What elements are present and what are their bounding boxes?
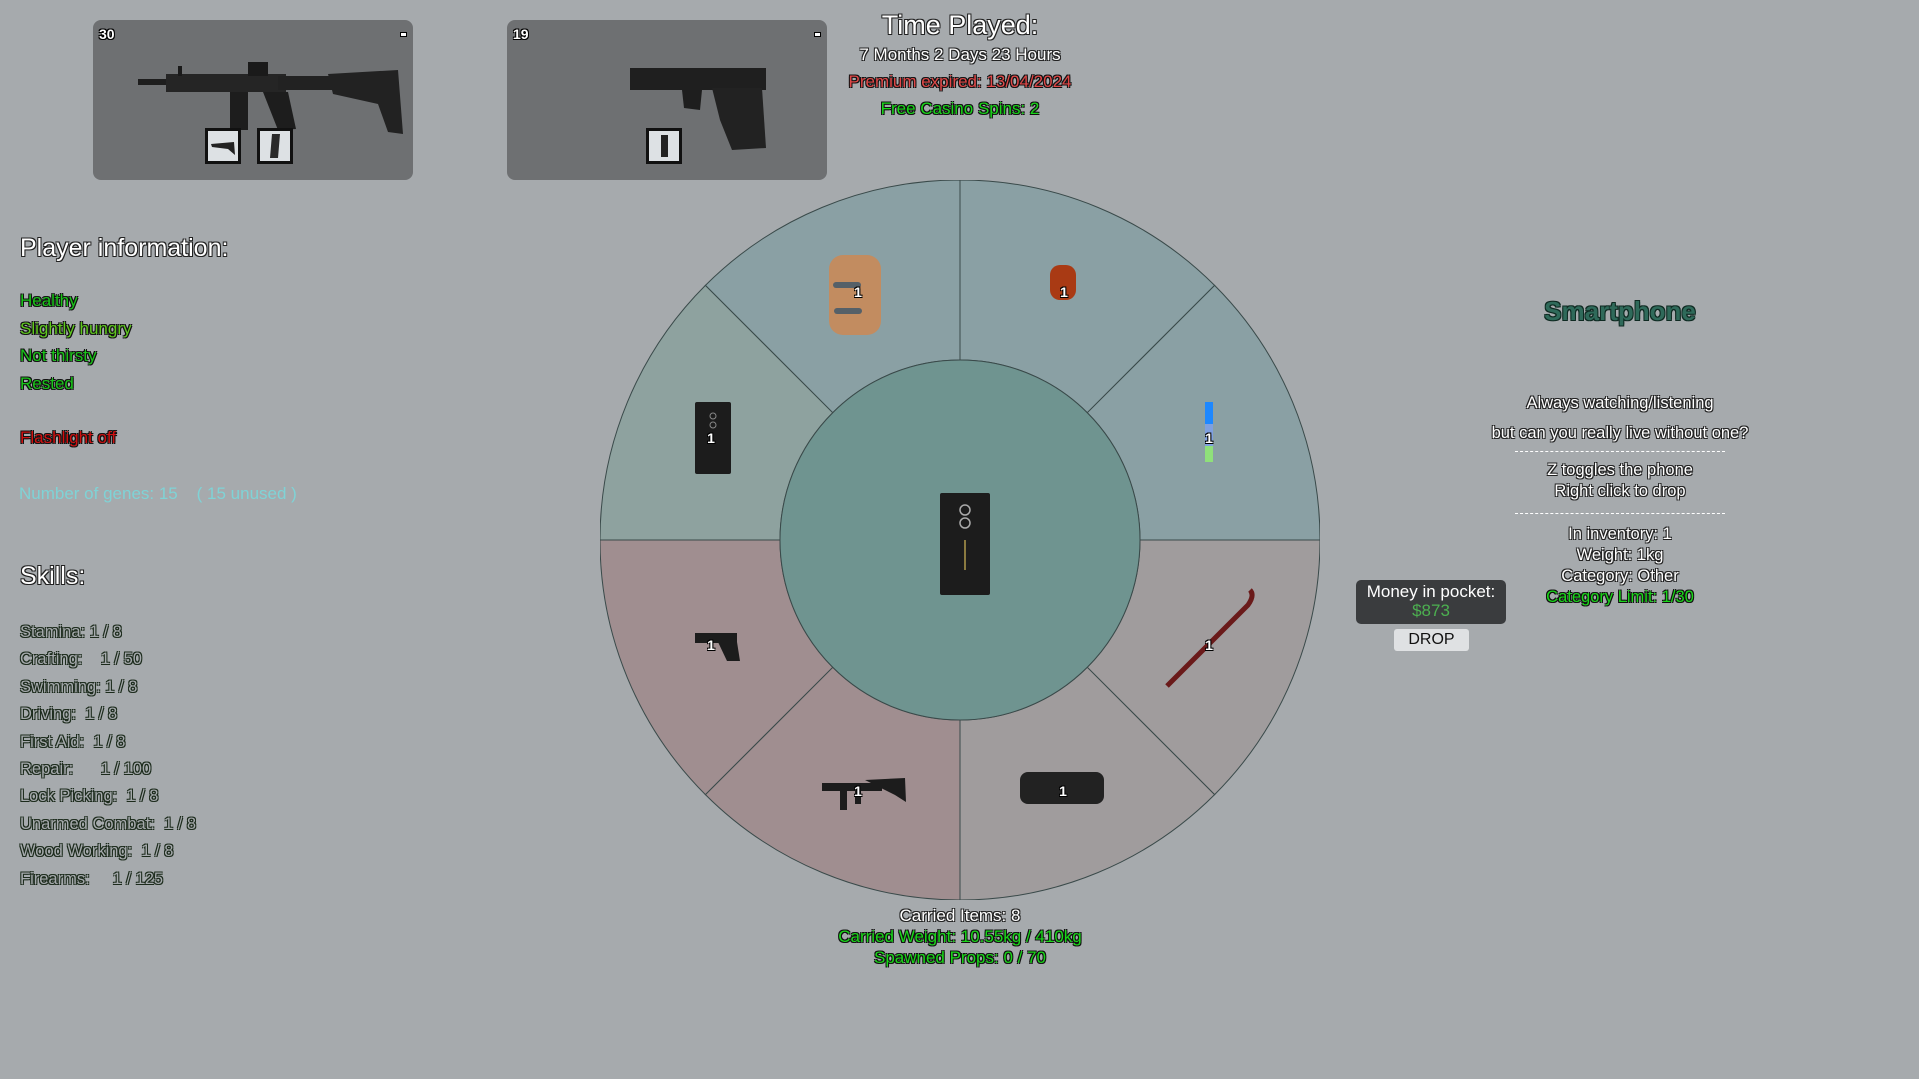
item-count: 1 xyxy=(1205,637,1213,653)
smartphone-icon xyxy=(940,493,990,595)
item-count: 1 xyxy=(707,637,715,653)
ammo-count: 30 xyxy=(99,26,115,42)
skills-list: Stamina: 1 / 8 Crafting: 1 / 50 Swimming… xyxy=(20,619,196,893)
primary-weapon-card[interactable]: 30 xyxy=(93,20,413,180)
crowbar-icon xyxy=(1165,588,1255,688)
skill-crafting: Crafting: 1 / 50 xyxy=(20,650,142,669)
item-desc-line-2: but can you really live without one? xyxy=(1491,424,1749,442)
drop-money-button[interactable]: DROP xyxy=(1394,629,1469,651)
bandage-icon xyxy=(829,255,881,335)
time-played-title: Time Played: xyxy=(881,10,1039,40)
black-case-icon xyxy=(1020,772,1104,804)
smartphone-icon xyxy=(695,402,731,474)
item-stats: In inventory: 1 Weight: 1kg Category: Ot… xyxy=(1420,524,1820,608)
pistol-magazine-icon xyxy=(661,135,668,157)
health-status: Healthy xyxy=(20,291,78,310)
item-count: 1 xyxy=(1059,783,1067,799)
item-count: 1 xyxy=(707,430,715,446)
carried-weight: Carried Weight: 10.55kg / 410kg xyxy=(838,927,1082,946)
item-count: 1 xyxy=(854,284,862,300)
player-info-title: Player information: xyxy=(20,234,229,262)
magazine-attachment-slot[interactable] xyxy=(257,128,293,164)
money-amount: $873 xyxy=(1412,601,1450,620)
item-hints: Z toggles the phone Right click to drop xyxy=(1420,460,1820,502)
pistol-magazine-slot[interactable] xyxy=(646,128,682,164)
skills-title: Skills: xyxy=(20,562,86,590)
item-info-panel: Smartphone Always watching/listening but… xyxy=(1420,296,1820,606)
time-played-panel: Time Played: 7 Months 2 Days 23 Hours Pr… xyxy=(760,10,1160,122)
stock-attachment-slot[interactable] xyxy=(205,128,241,164)
skill-stamina: Stamina: 1 / 8 xyxy=(20,623,122,641)
item-category: Category: Other xyxy=(1561,567,1679,585)
minus-icon[interactable] xyxy=(814,32,821,37)
inventory-wheel: 1 1 1 1 1 1 1 1 xyxy=(600,180,1320,900)
skill-swimming: Swimming: 1 / 8 xyxy=(20,677,138,696)
item-count: 1 xyxy=(1060,284,1068,300)
skill-unarmed-combat: Unarmed Combat: 1 / 8 xyxy=(20,814,197,833)
item-description: Always watching/listening but can you re… xyxy=(1420,388,1820,448)
skill-lock-picking: Lock Picking: 1 / 8 xyxy=(20,787,159,806)
assault-rifle-icon xyxy=(138,62,403,134)
pistol-icon xyxy=(630,68,766,150)
hunger-status: Slightly hungry xyxy=(20,318,132,338)
divider xyxy=(1515,513,1725,515)
skill-wood-working: Wood Working: 1 / 8 xyxy=(20,842,174,861)
hint-drop: Right click to drop xyxy=(1554,482,1686,500)
skill-first-aid: First Aid: 1 / 8 xyxy=(20,732,126,751)
money-in-pocket: Money in pocket: $873 xyxy=(1356,580,1506,624)
carried-items: Carried Items: 8 xyxy=(899,906,1021,925)
spawned-props: Spawned Props: 0 / 70 xyxy=(873,948,1046,967)
skill-driving: Driving: 1 / 8 xyxy=(20,705,118,724)
minus-icon[interactable] xyxy=(400,32,407,37)
red-roll-icon xyxy=(1050,265,1076,300)
thirst-status: Not thirsty xyxy=(20,346,97,365)
item-count: 1 xyxy=(854,783,862,799)
syringe-icon xyxy=(1205,402,1213,462)
assault-rifle-icon xyxy=(822,778,906,810)
in-inventory: In inventory: 1 xyxy=(1568,525,1672,543)
item-title: Smartphone xyxy=(1544,296,1696,326)
divider xyxy=(1515,451,1725,453)
stock-attachment-icon xyxy=(211,142,235,155)
item-count: 1 xyxy=(1205,430,1213,446)
carry-stats: Carried Items: 8 Carried Weight: 10.55kg… xyxy=(760,905,1160,968)
hint-toggle: Z toggles the phone xyxy=(1547,461,1693,479)
money-label: Money in pocket: xyxy=(1366,582,1496,601)
pistol-icon xyxy=(695,633,740,661)
skill-repair: Repair: 1 / 100 xyxy=(20,760,152,779)
item-weight: Weight: 1kg xyxy=(1576,546,1664,564)
player-information: Player information: Healthy Slightly hun… xyxy=(20,234,228,452)
magazine-attachment-icon xyxy=(270,134,280,158)
premium-status: Premium expired: 13/04/2024 xyxy=(848,72,1072,91)
time-played-value: 7 Months 2 Days 23 Hours xyxy=(859,45,1061,64)
flashlight-status: Flashlight off xyxy=(20,428,117,447)
genes-count[interactable]: Number of genes: 15 ( 15 unused ) xyxy=(19,484,297,503)
item-desc-line-1: Always watching/listening xyxy=(1526,394,1714,412)
secondary-weapon-card[interactable]: 19 xyxy=(507,20,827,180)
ammo-count: 19 xyxy=(513,26,529,42)
casino-spins: Free Casino Spins: 2 xyxy=(880,99,1040,118)
category-limit: Category Limit: 1/30 xyxy=(1546,588,1694,606)
skill-firearms: Firearms: 1 / 125 xyxy=(20,869,164,888)
rest-status: Rested xyxy=(20,373,74,393)
